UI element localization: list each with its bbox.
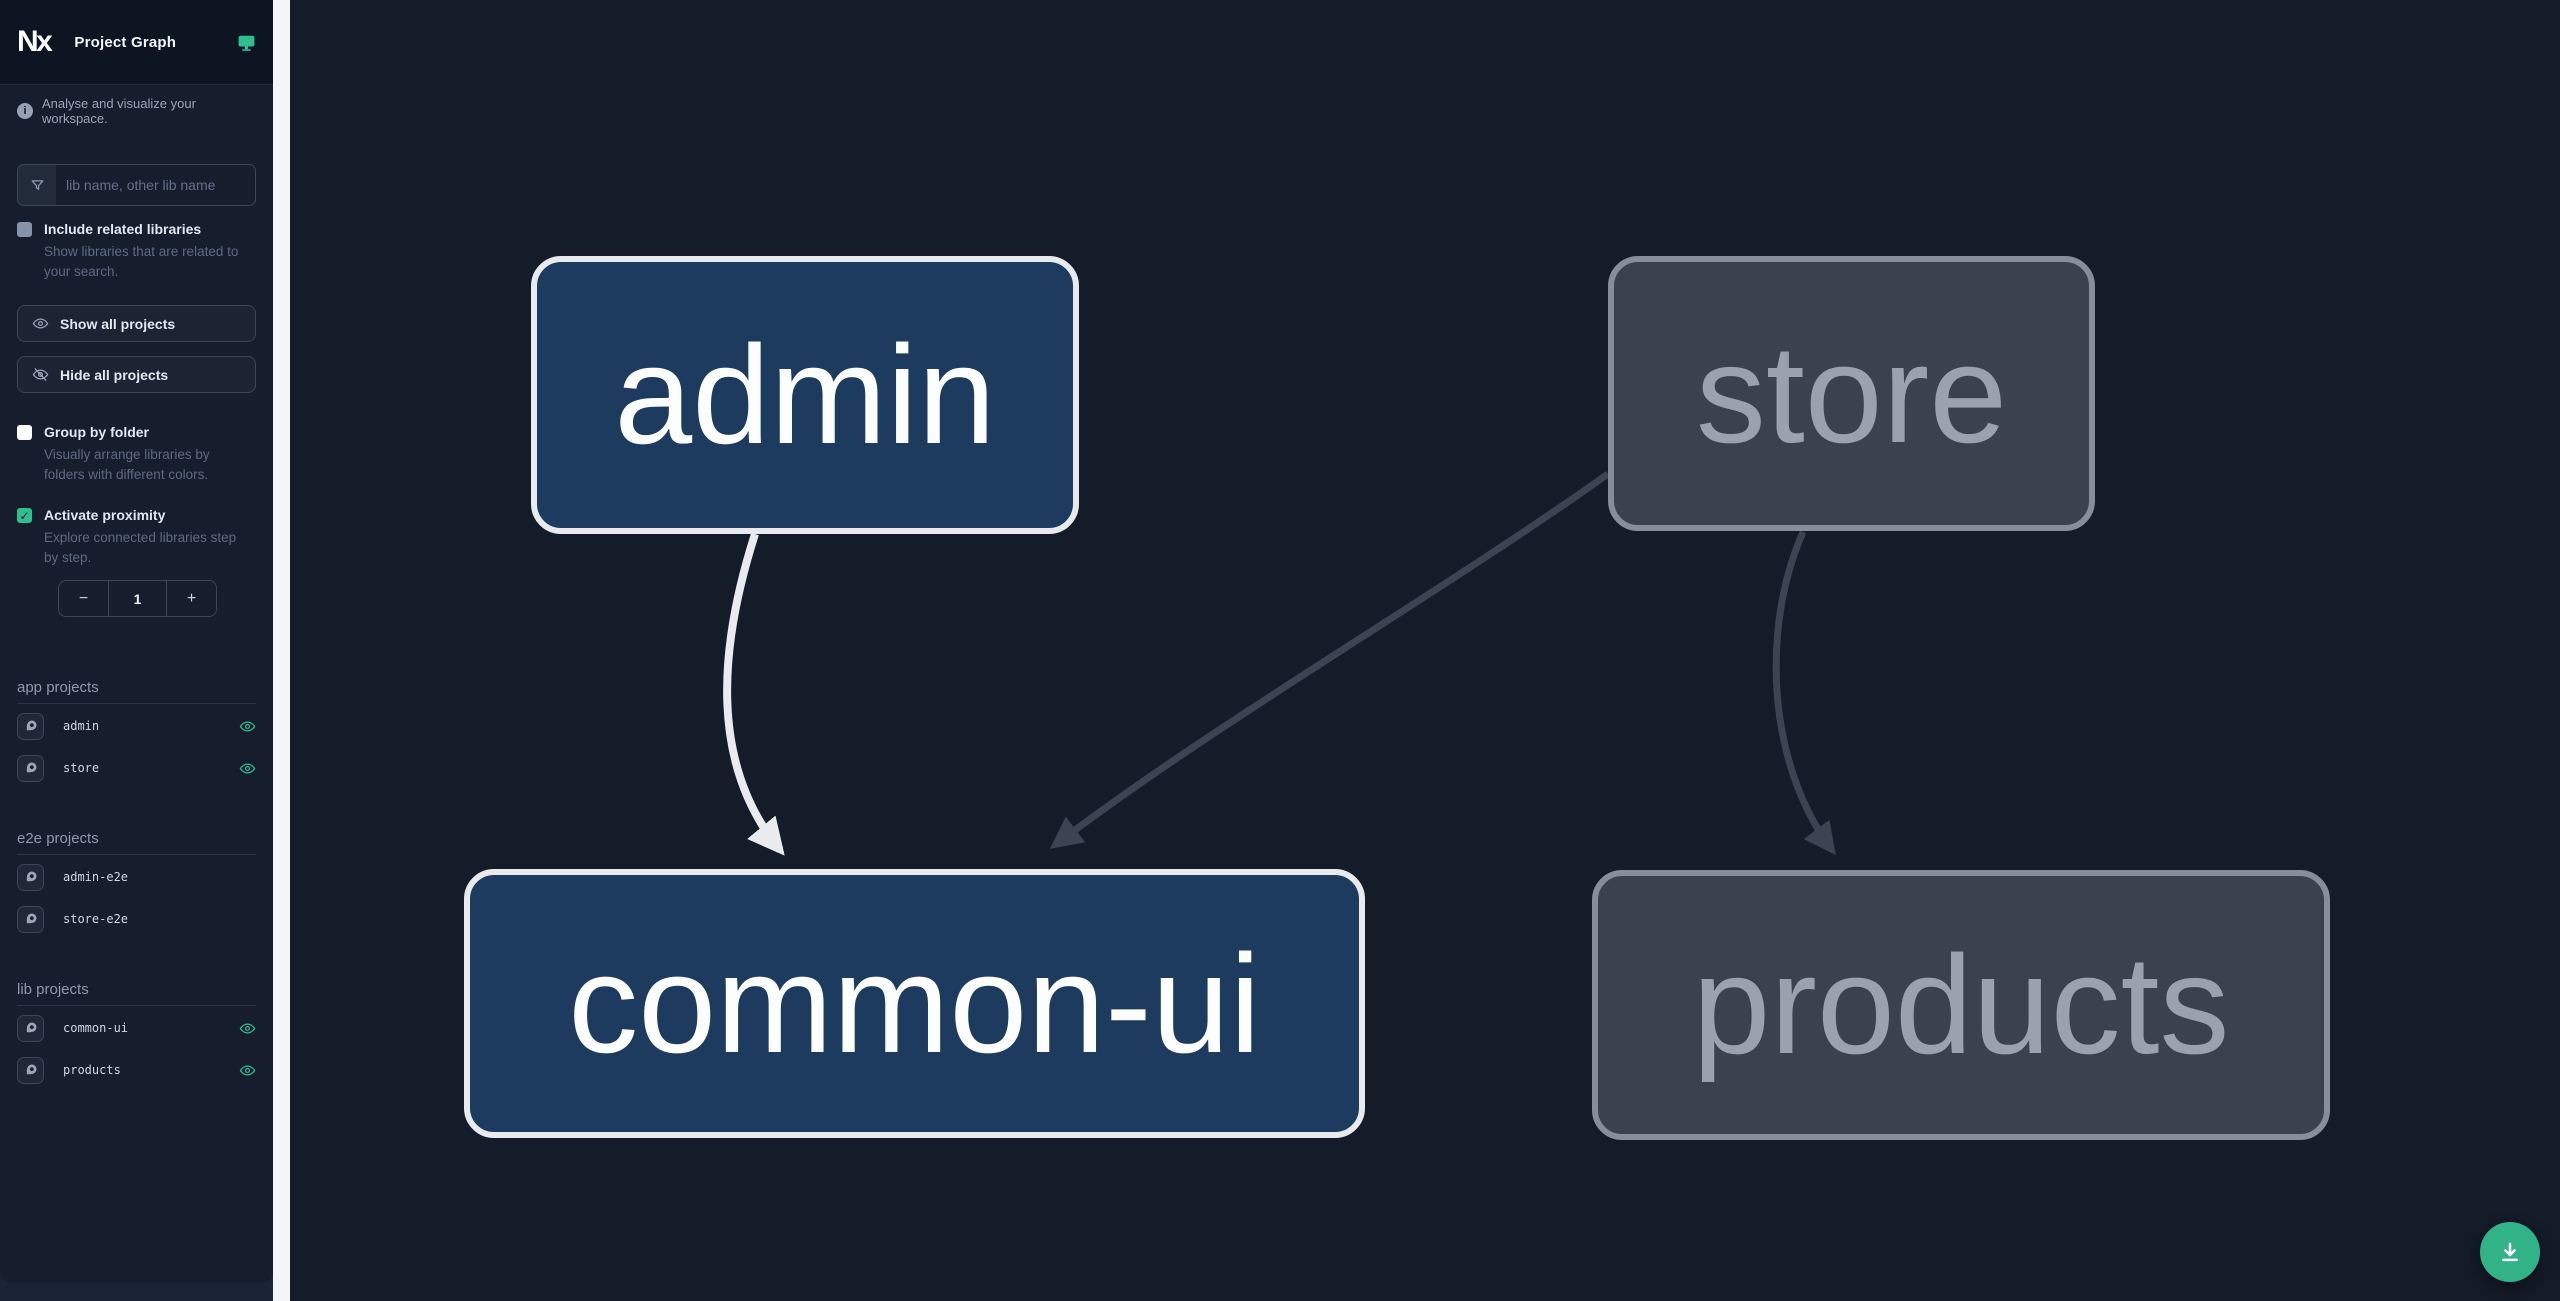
edge-store-to-common-ui (1049, 471, 1611, 849)
search-box (17, 164, 256, 206)
group-by-folder-texts: Group by folder Visually arrange librari… (44, 423, 256, 484)
graph-node-products[interactable]: products (1592, 870, 2330, 1140)
show-all-projects-button[interactable]: Show all projects (17, 305, 256, 342)
monitor-icon (237, 33, 256, 52)
project-name: store (63, 761, 100, 775)
edge-admin-to-common-ui (723, 532, 785, 856)
group-by-folder-checkbox[interactable] (17, 425, 32, 440)
sidebar-body: i Analyse and visualize your workspace. … (0, 85, 273, 1090)
node-label: common-ui (568, 924, 1261, 1082)
project-row-admin-e2e: admin-e2e (17, 857, 256, 897)
proximity-increment-button[interactable]: + (167, 581, 216, 616)
include-related-texts: Include related libraries Show libraries… (44, 220, 256, 281)
include-related-row: Include related libraries Show libraries… (17, 220, 256, 281)
include-related-checkbox[interactable] (17, 222, 32, 237)
focus-project-button[interactable] (17, 754, 44, 782)
project-row-store: store (17, 748, 256, 788)
eye-icon (32, 315, 49, 332)
hide-all-label: Hide all projects (60, 366, 169, 383)
group-by-folder-description: Visually arrange libraries by folders wi… (44, 447, 210, 482)
project-name: products (63, 1063, 121, 1077)
section-title: e2e projects (17, 830, 256, 855)
focus-project-button[interactable] (17, 905, 44, 933)
project-name: admin (63, 719, 100, 733)
hide-all-projects-button[interactable]: Hide all projects (17, 356, 256, 393)
project-row-admin: admin (17, 706, 256, 746)
eye-off-icon (32, 366, 49, 383)
section-e2e-projects: e2e projects admin-e2e store-e2e (17, 830, 256, 939)
nx-logo: Nx (17, 25, 53, 58)
eye-toggle-icon[interactable] (239, 760, 256, 777)
eye-toggle-icon[interactable] (239, 1020, 256, 1037)
project-row-store-e2e: store-e2e (17, 899, 256, 939)
node-label: admin (614, 316, 996, 473)
sidebar: Nx Project Graph i Analyse and visualize… (0, 0, 273, 1301)
proximity-decrement-button[interactable]: − (59, 581, 108, 616)
activate-proximity-texts: Activate proximity Explore connected lib… (44, 506, 256, 567)
project-row-products: products (17, 1050, 256, 1090)
edge-store-to-products (1772, 530, 1836, 856)
activate-proximity-checkbox[interactable]: ✓ (17, 508, 32, 523)
group-by-folder-label: Group by folder (44, 424, 149, 440)
project-name: store-e2e (63, 912, 129, 926)
graph-node-admin[interactable]: admin (531, 256, 1079, 534)
section-title: app projects (17, 679, 256, 704)
app-header: Nx Project Graph (0, 0, 273, 85)
section-title: lib projects (17, 981, 256, 1006)
focus-project-button[interactable] (17, 863, 44, 891)
section-lib-projects: lib projects common-ui (17, 981, 256, 1090)
graph-node-store[interactable]: store (1608, 256, 2095, 531)
section-app-projects: app projects admin s (17, 679, 256, 788)
project-name: common-ui (63, 1021, 129, 1035)
eye-toggle-icon[interactable] (239, 718, 256, 735)
activate-proximity-row: ✓ Activate proximity Explore connected l… (17, 506, 256, 567)
proximity-value: 1 (108, 581, 167, 616)
include-related-description: Show libraries that are related to your … (44, 244, 239, 279)
node-label: store (1695, 314, 2008, 472)
activate-proximity-description: Explore connected libraries step by step… (44, 530, 237, 565)
node-label: products (1692, 926, 2230, 1083)
funnel-icon (18, 165, 56, 205)
show-all-label: Show all projects (60, 315, 176, 332)
focus-project-button[interactable] (17, 712, 44, 740)
activate-proximity-label: Activate proximity (44, 507, 166, 523)
graph-canvas[interactable]: admin store common-ui products (290, 0, 2560, 1301)
project-row-common-ui: common-ui (17, 1008, 256, 1048)
graph-edges (723, 471, 1836, 856)
tagline-text: Analyse and visualize your workspace. (42, 96, 196, 126)
eye-toggle-icon[interactable] (239, 1062, 256, 1079)
graph-node-common-ui[interactable]: common-ui (464, 869, 1365, 1138)
sidebar-panel: Nx Project Graph i Analyse and visualize… (0, 0, 273, 1283)
app-title: Project Graph (74, 33, 177, 51)
tagline: i Analyse and visualize your workspace. (17, 96, 256, 126)
focus-project-button[interactable] (17, 1014, 44, 1042)
download-icon (2497, 1239, 2523, 1265)
group-by-folder-row: Group by folder Visually arrange librari… (17, 423, 256, 484)
include-related-label: Include related libraries (44, 221, 202, 237)
project-name: admin-e2e (63, 870, 129, 884)
search-input[interactable] (56, 165, 255, 205)
proximity-stepper: − 1 + (58, 580, 217, 617)
download-image-button[interactable] (2480, 1222, 2540, 1282)
info-icon: i (17, 103, 33, 119)
focus-project-button[interactable] (17, 1056, 44, 1084)
